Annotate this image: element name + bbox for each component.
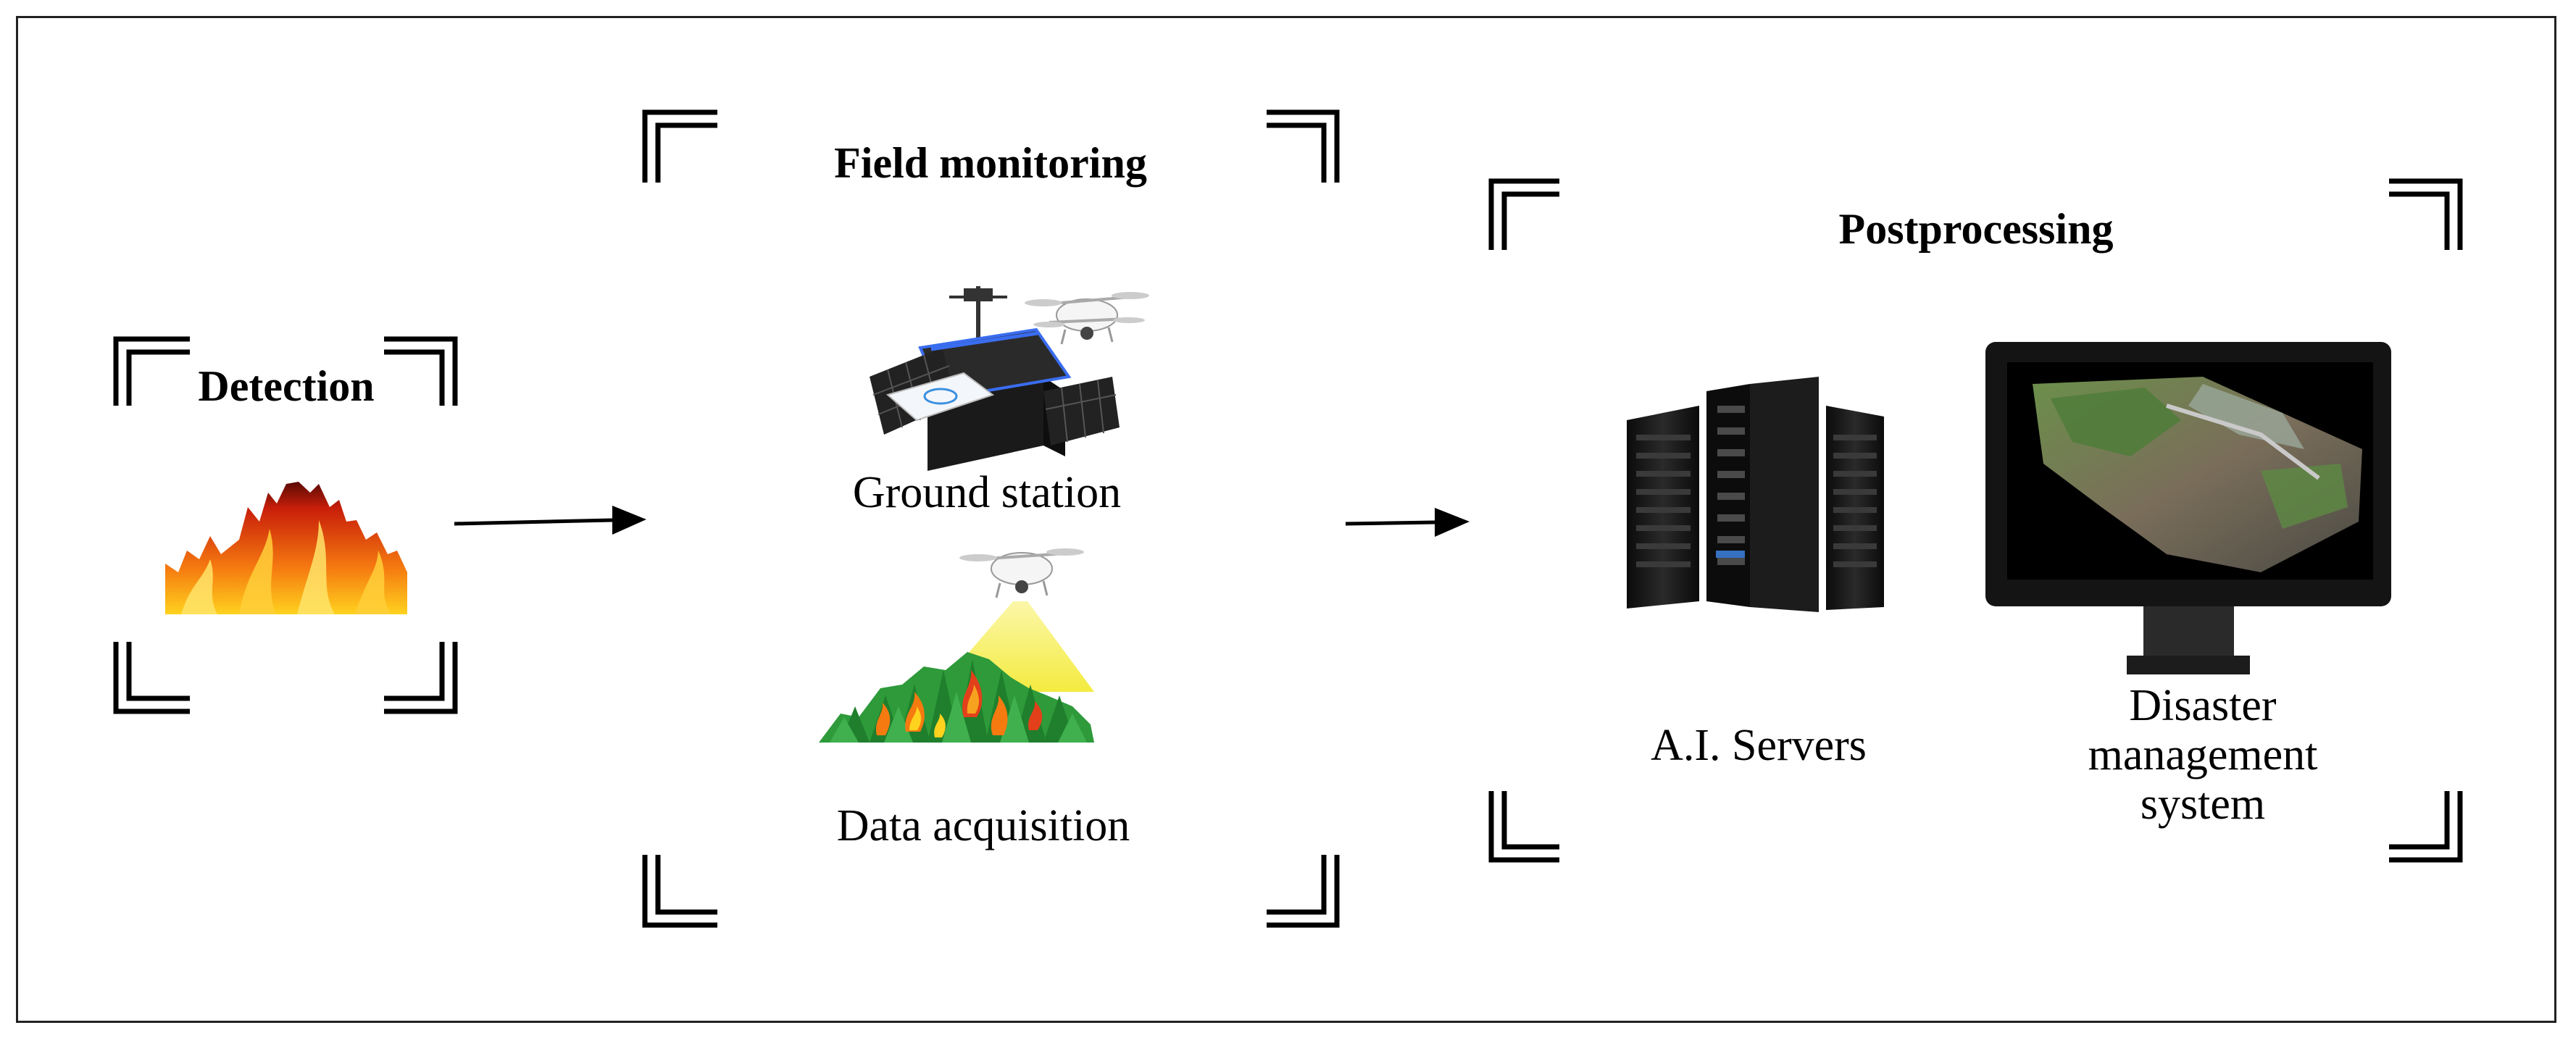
corner-bracket-icon [1488, 178, 1559, 250]
figure-frame [16, 16, 2556, 1023]
detection-brackets [113, 336, 458, 714]
server-rack-icon [1627, 377, 1884, 612]
field-monitoring-brackets [642, 109, 1340, 928]
postprocessing-brackets [1488, 178, 2463, 863]
disaster-management-system-label: Disaster management system [2051, 681, 2355, 829]
monitor-icon [1985, 342, 2391, 674]
corner-bracket-icon [1267, 109, 1340, 183]
disaster-management-line-2: management [2088, 730, 2318, 780]
fire-icon [165, 482, 407, 614]
arrow-icon [1345, 508, 1470, 537]
ground-station-label: Ground station [852, 468, 1122, 517]
corner-bracket-icon [1267, 855, 1340, 928]
arrow-icon [454, 506, 646, 535]
corner-bracket-icon [384, 336, 458, 406]
data-acquisition-label: Data acquisition [836, 801, 1130, 850]
postprocessing-title: Postprocessing [1838, 205, 2114, 253]
disaster-management-line-3: system [2140, 779, 2266, 829]
corner-bracket-icon [113, 642, 190, 714]
corner-bracket-icon [384, 642, 458, 714]
corner-bracket-icon [2389, 178, 2463, 250]
drone-icon [959, 548, 1084, 598]
corner-bracket-icon [642, 855, 717, 928]
corner-bracket-icon [1488, 791, 1559, 863]
field-monitoring-title: Field monitoring [834, 139, 1147, 187]
corner-bracket-icon [642, 109, 717, 183]
detection-title: Detection [198, 362, 375, 410]
disaster-management-line-1: Disaster [2129, 681, 2277, 730]
forest-fire-icon [819, 652, 1094, 743]
drone-icon [1025, 292, 1149, 345]
ground-station-icon [870, 286, 1120, 471]
ai-servers-label: A.I. Servers [1651, 721, 1867, 770]
corner-bracket-icon [113, 336, 190, 406]
corner-bracket-icon [2389, 791, 2463, 863]
